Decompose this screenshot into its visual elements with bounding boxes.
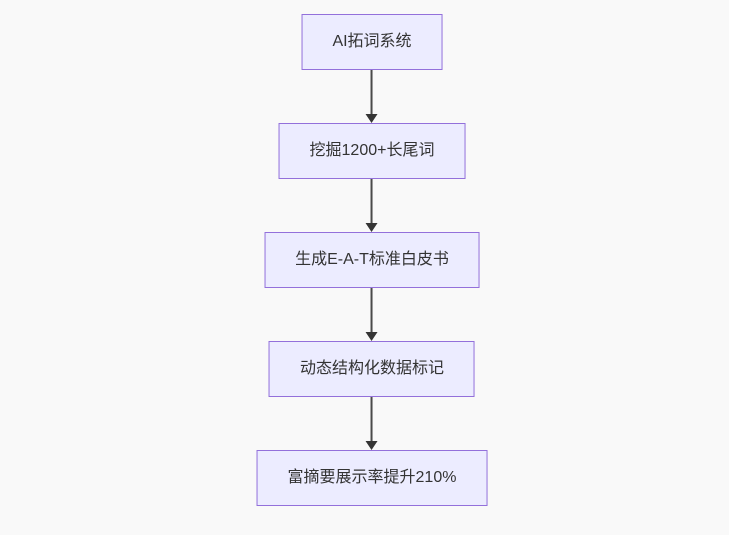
flow-node-rich-snippet-rate: 富摘要展示率提升210% — [256, 450, 488, 506]
arrow-line — [371, 70, 373, 114]
arrowhead-down-icon — [366, 441, 378, 450]
arrow-line — [371, 397, 373, 441]
flow-node-ai-keyword-system: AI拓词系统 — [301, 14, 443, 70]
arrow-line — [371, 179, 373, 223]
node-label: 挖掘1200+长尾词 — [309, 142, 435, 159]
flow-node-structured-data-markup: 动态结构化数据标记 — [268, 341, 475, 397]
flow-node-longtail-mining: 挖掘1200+长尾词 — [278, 123, 466, 179]
flow-arrow-4 — [366, 397, 378, 450]
node-label: 富摘要展示率提升210% — [287, 469, 457, 486]
arrowhead-down-icon — [366, 332, 378, 341]
flow-node-eat-whitepaper: 生成E-A-T标准白皮书 — [264, 232, 480, 288]
flowchart: AI拓词系统 挖掘1200+长尾词 生成E-A-T标准白皮书 动态结构化数据标记… — [256, 14, 488, 506]
arrowhead-down-icon — [366, 223, 378, 232]
node-label: 动态结构化数据标记 — [299, 360, 444, 377]
flow-arrow-3 — [366, 288, 378, 341]
arrow-line — [371, 288, 373, 332]
node-label: 生成E-A-T标准白皮书 — [295, 251, 449, 268]
flow-arrow-2 — [366, 179, 378, 232]
arrowhead-down-icon — [366, 114, 378, 123]
flow-arrow-1 — [366, 70, 378, 123]
node-label: AI拓词系统 — [332, 33, 412, 50]
